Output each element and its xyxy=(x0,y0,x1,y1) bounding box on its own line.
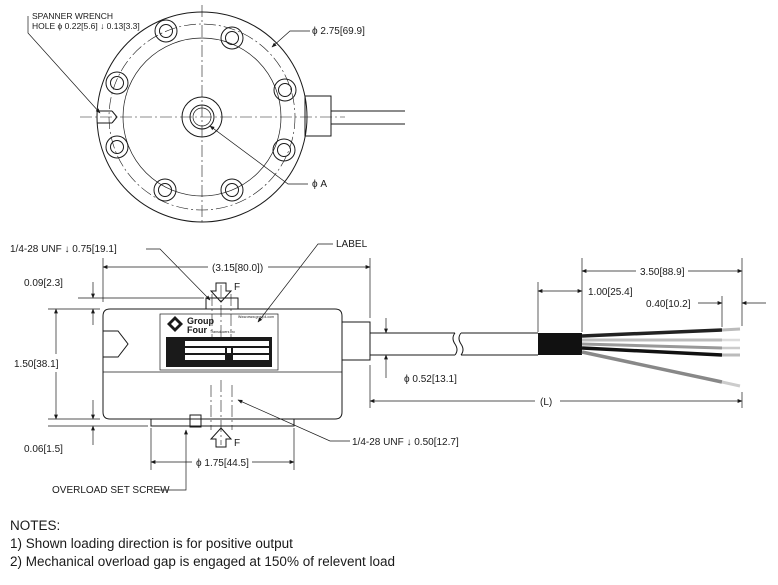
spanner-leader-line xyxy=(27,16,101,114)
force-arrow-top-icon xyxy=(209,282,233,303)
bolt-hole xyxy=(105,135,129,159)
overall-length-label: (L) xyxy=(540,397,552,408)
bolt-holes xyxy=(105,19,297,202)
note-item-2: 2) Mechanical overload gap is engaged at… xyxy=(10,554,396,569)
outer-diameter-label: ϕ 2.75[69.9] xyxy=(312,26,365,37)
center-hole-leader xyxy=(209,125,308,185)
cable-jacket-end xyxy=(538,333,582,355)
center-hole-inner xyxy=(192,107,212,127)
bottom-thread-leader xyxy=(237,399,350,442)
overload-screw-label: OVERLOAD SET SCREW xyxy=(52,485,170,496)
force-label-top: F xyxy=(234,282,240,293)
bolt-hole xyxy=(105,71,129,95)
force-arrow-bottom-icon xyxy=(209,427,233,448)
top-thread-leader xyxy=(146,248,211,301)
overload-screw-leader xyxy=(158,429,188,491)
base-diameter-label: ϕ 1.75[44.5] xyxy=(196,458,249,469)
bottom-gap-label: 0.06[1.5] xyxy=(24,444,63,455)
force-label-bottom: F xyxy=(234,438,240,449)
top-thread-label: 1/4-28 UNF ↓ 0.75[19.1] xyxy=(10,244,117,255)
bolt-hole xyxy=(220,26,244,50)
load-cell-inner-ring xyxy=(122,37,282,197)
hidden-thread-bottom xyxy=(189,380,233,445)
bolt-hole xyxy=(272,138,296,162)
dim100-label: 1.00[25.4] xyxy=(588,287,633,298)
notes-heading: NOTES: xyxy=(10,518,61,533)
bolt-hole xyxy=(154,19,178,43)
height-label: 1.50[38.1] xyxy=(14,359,59,370)
label-callout: LABEL xyxy=(336,239,368,250)
brand-line2: Four xyxy=(187,325,207,335)
bolt-hole xyxy=(153,178,177,202)
bolt-hole xyxy=(220,178,244,202)
cable-diameter-label: ϕ 0.52[13.1] xyxy=(404,374,457,385)
cable-strain-relief xyxy=(341,321,371,361)
width-label: (3.15[80.0]) xyxy=(212,263,263,274)
spanner-detail: HOLE ϕ 0.22[5.6] ↓ 0.13[3.3] xyxy=(32,21,140,31)
cable xyxy=(370,332,582,356)
bottom-thread-label: 1/4-28 UNF ↓ 0.50[12.7] xyxy=(352,437,459,448)
label-leader xyxy=(257,243,333,323)
spanner-title: SPANNER WRENCH xyxy=(32,11,113,21)
top-view: SPANNER WRENCH HOLE ϕ 0.22[5.6] ↓ 0.13[3… xyxy=(27,5,405,223)
side-view: F F Group Four Transducers Inc Www.www.g… xyxy=(10,239,766,496)
bolt-circle xyxy=(108,23,296,211)
dim350-label: 3.50[88.9] xyxy=(640,267,685,278)
bolt-hole xyxy=(273,78,297,102)
dim040-label: 0.40[10.2] xyxy=(646,299,691,310)
bottom-base xyxy=(150,418,295,427)
top-boss xyxy=(205,297,239,310)
cable-wires xyxy=(581,327,741,388)
brand-line1: Group xyxy=(187,316,214,326)
outer-diameter-leader xyxy=(271,30,310,48)
load-cell-body xyxy=(102,308,343,420)
cable-connector-boss xyxy=(304,95,405,137)
label-website: Www.www.group4.com xyxy=(238,315,274,319)
brand-tag: Transducers Inc xyxy=(210,330,235,334)
center-boss xyxy=(181,96,223,138)
center-threaded-hole xyxy=(189,104,215,130)
notes-section: NOTES: 1) Shown loading direction is for… xyxy=(10,517,395,571)
side-spanner-slot xyxy=(103,330,129,358)
load-cell-outer-body xyxy=(96,11,308,223)
center-hole-label: ϕ A xyxy=(312,179,327,190)
top-gap-label: 0.09[2.3] xyxy=(24,278,63,289)
note-item-1: 1) Shown loading direction is for positi… xyxy=(10,536,293,551)
product-label: Group Four Transducers Inc Www.www.group… xyxy=(159,313,279,371)
